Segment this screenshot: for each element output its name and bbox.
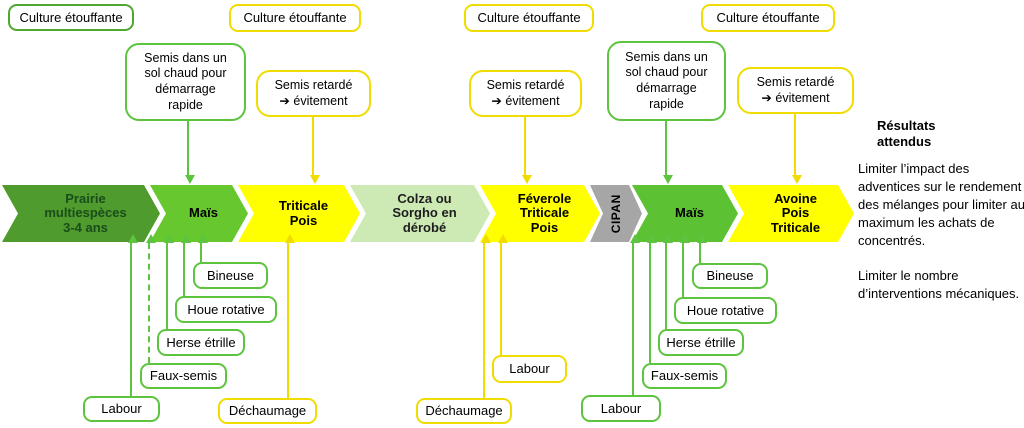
callout-culture-etouffante-3: Culture étouffante: [464, 4, 594, 32]
tool-herse-etrille-right: Herse étrille: [658, 329, 744, 356]
tool-labour-middle: Labour: [492, 355, 567, 383]
arrow-down-semis-retarde-3: [792, 114, 802, 184]
stage-mais-1: Maïs: [150, 185, 248, 242]
callout-semis-sol-chaud-1: Semis dans un sol chaud pour démarrage r…: [125, 43, 246, 121]
results-title: Résultats attendus: [877, 118, 936, 150]
arrow-up-houe-rotative-left: [181, 234, 191, 296]
tool-labour-left: Labour: [83, 396, 160, 422]
arrow-up-dechaumage-left: [285, 234, 295, 398]
callout-semis-retarde-2: Semis retardé ➔ évitement: [469, 70, 582, 117]
results-panel: Résultats attendus Limiter l’impact des …: [858, 118, 1024, 303]
stage-prairie: Prairie multiespèces 3-4 ans: [2, 185, 160, 242]
callout-culture-etouffante-2: Culture étouffante: [229, 4, 361, 32]
arrow-down-semis-sol-chaud-1: [185, 121, 195, 184]
tool-labour-right: Labour: [581, 395, 661, 422]
tool-bineuse-right: Bineuse: [692, 263, 768, 289]
callout-culture-etouffante-4: Culture étouffante: [701, 4, 835, 32]
stage-cipan-label: CIPAN: [608, 194, 623, 233]
arrow-up-labour-left: [128, 234, 138, 396]
arrow-up-houe-rotative-right: [680, 234, 690, 297]
arrow-down-semis-retarde-1: [310, 117, 320, 184]
stage-feverole-triticale-pois: Féverole Triticale Pois: [480, 185, 600, 242]
callout-semis-retarde-3: Semis retardé ➔ évitement: [737, 67, 854, 114]
arrow-up-dechaumage-middle: [481, 234, 491, 398]
tool-dechaumage-middle: Déchaumage: [416, 398, 512, 424]
tool-faux-semis-right: Faux-semis: [642, 363, 727, 389]
stage-mais-2: Maïs: [632, 185, 738, 242]
stage-colza-sorgho: Colza ou Sorgho en dérobé: [350, 185, 490, 242]
arrow-up-bineuse-left: [198, 234, 208, 262]
stage-triticale-pois: Triticale Pois: [238, 185, 360, 242]
arrow-up-labour-right: [630, 234, 640, 395]
arrow-up-faux-semis-left: [146, 234, 156, 363]
arrow-up-labour-middle: [498, 234, 508, 355]
callout-semis-retarde-1: Semis retardé ➔ évitement: [256, 70, 371, 117]
arrow-up-herse-etrille-right: [663, 234, 673, 329]
tool-houe-rotative-left: Houe rotative: [175, 296, 277, 323]
callout-culture-etouffante-1: Culture étouffante: [8, 4, 134, 31]
callout-semis-sol-chaud-2: Semis dans un sol chaud pour démarrage r…: [607, 41, 726, 121]
tool-houe-rotative-right: Houe rotative: [674, 297, 777, 324]
arrow-up-herse-etrille-left: [164, 234, 174, 329]
results-paragraph-2: Limiter le nombre d’interventions mécani…: [858, 267, 1020, 301]
tool-dechaumage-left: Déchaumage: [218, 398, 317, 424]
stage-avoine-pois-triticale: Avoine Pois Triticale: [728, 185, 854, 242]
tool-bineuse-left: Bineuse: [193, 262, 268, 289]
arrow-down-semis-retarde-2: [522, 117, 532, 184]
tool-faux-semis-left: Faux-semis: [140, 363, 227, 389]
results-paragraph-1: Limiter l’impact des adventices sur le r…: [858, 160, 1024, 248]
tool-herse-etrille-left: Herse étrille: [157, 329, 245, 356]
arrow-up-faux-semis-right: [647, 234, 657, 363]
arrow-up-bineuse-right: [697, 234, 707, 263]
arrow-down-semis-sol-chaud-2: [663, 121, 673, 184]
